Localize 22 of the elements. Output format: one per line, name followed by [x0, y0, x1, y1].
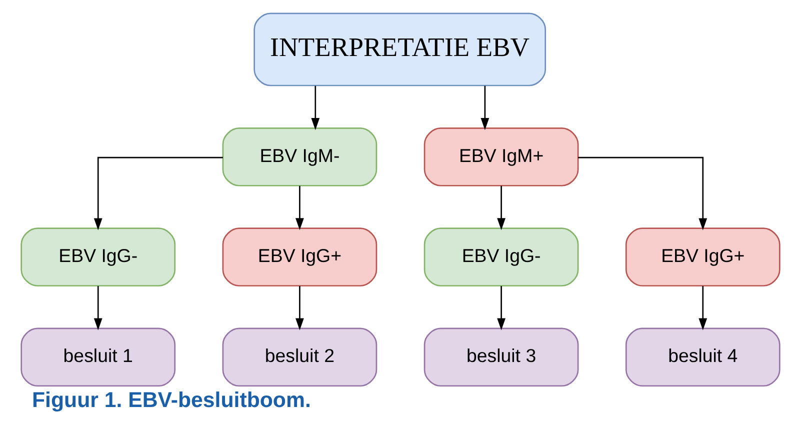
node-box: EBV IgM+ [423, 128, 578, 186]
arrow [578, 156, 707, 230]
arrow [480, 86, 489, 130]
arrow [310, 86, 320, 130]
caption: Figuur 1. EBV-besluitboom. [32, 388, 310, 412]
node-box: besluit 1 [20, 328, 176, 387]
arrow [496, 186, 506, 230]
arrow [294, 186, 304, 230]
node-box: besluit 4 [624, 328, 780, 387]
node-box: besluit 2 [222, 328, 377, 387]
node-box: besluit 3 [423, 328, 578, 387]
arrow [93, 286, 102, 330]
node-box: EBV IgG- [423, 228, 578, 286]
node-box: EBV IgM- [222, 128, 377, 186]
node-box: EBV IgG+ [222, 228, 377, 286]
node-box: INTERPRETATIE EBV [253, 12, 546, 86]
arrow [93, 156, 222, 230]
node-box: EBV IgG- [20, 228, 176, 286]
arrow [698, 286, 707, 330]
node-box: EBV IgG+ [624, 228, 780, 286]
arrow [294, 286, 304, 330]
arrow [496, 286, 506, 330]
